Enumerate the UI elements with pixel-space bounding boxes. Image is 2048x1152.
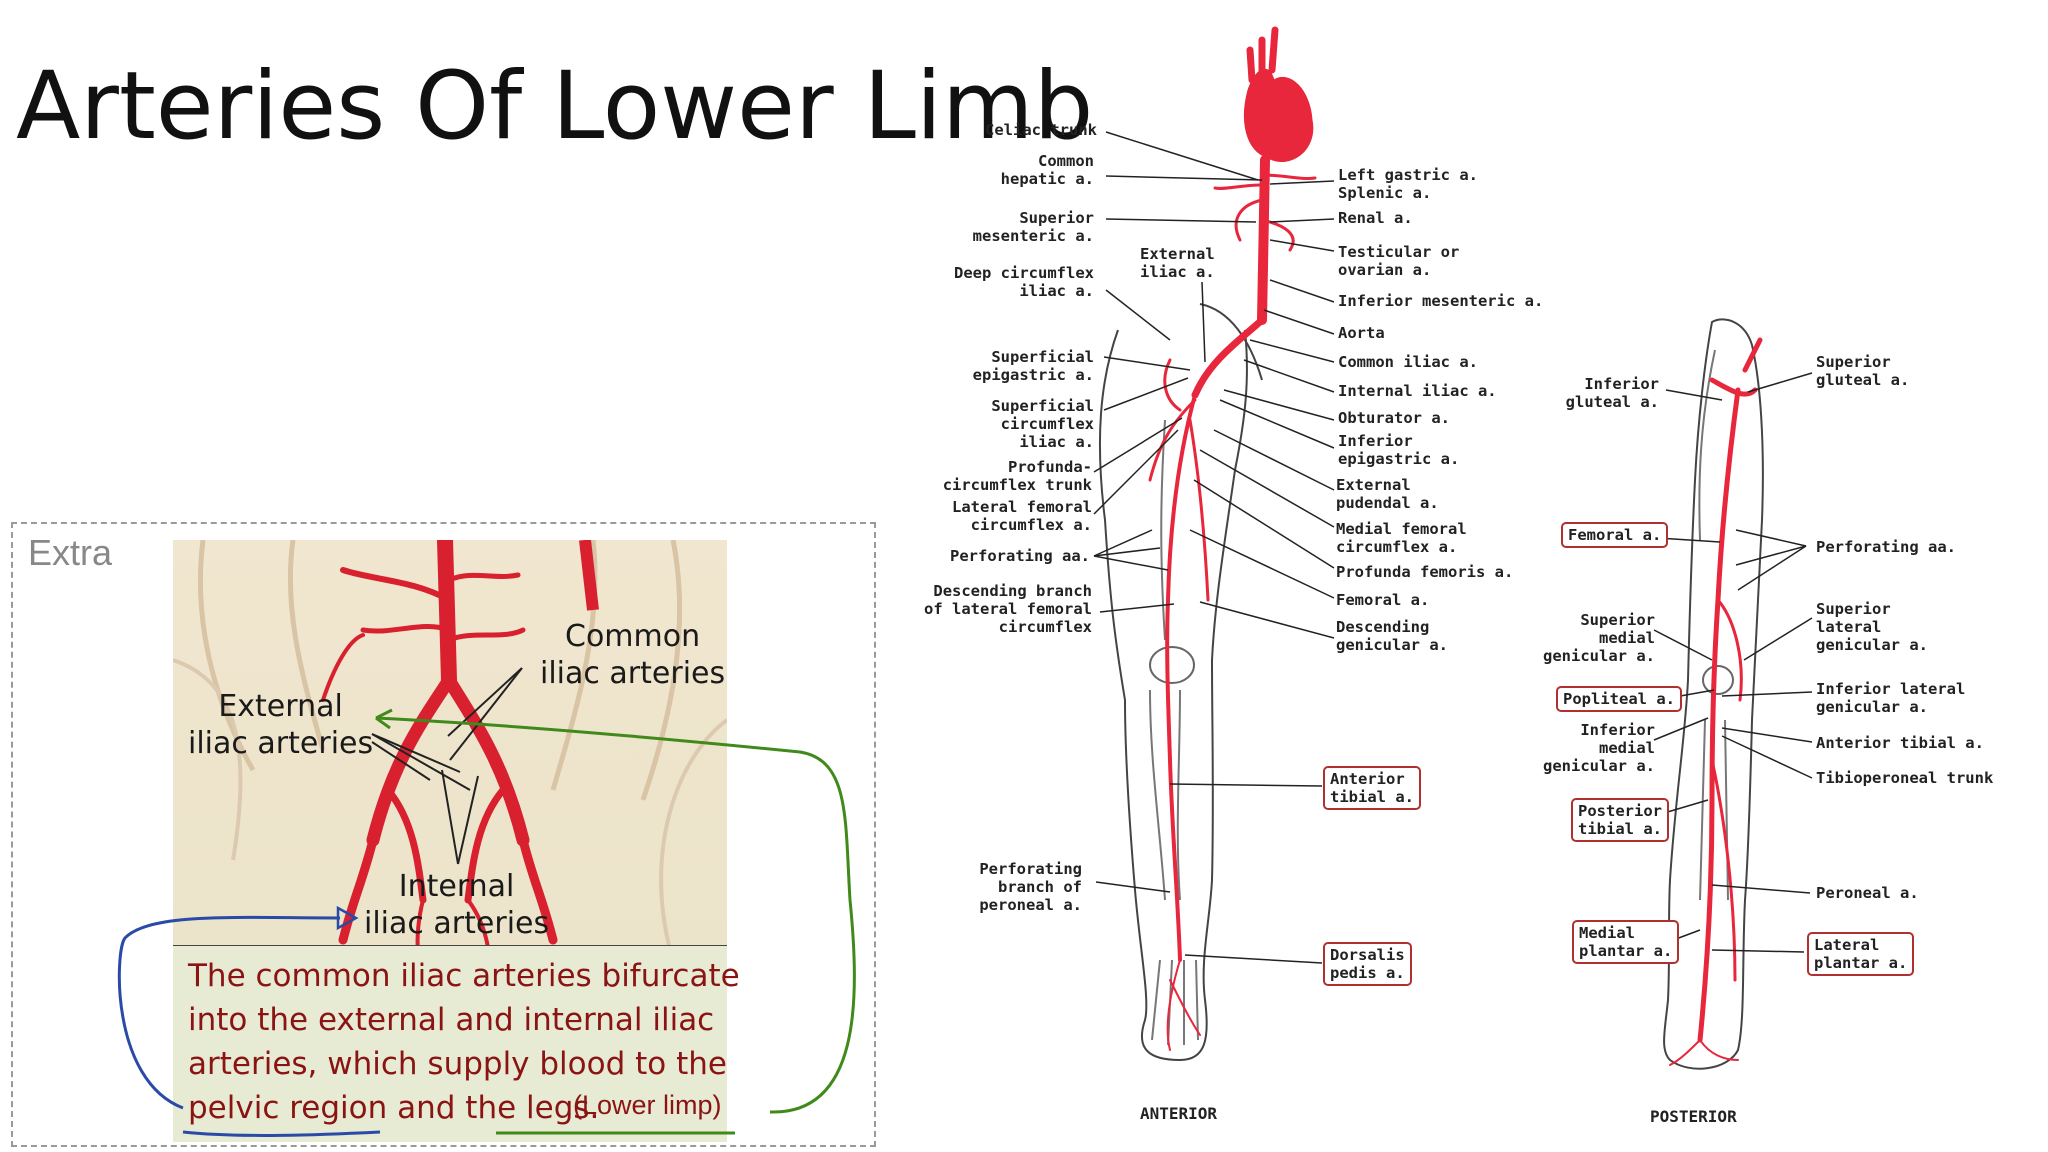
slide-title: Arteries Of Lower Limb xyxy=(16,52,1094,161)
posterior-arteries xyxy=(1669,337,1763,1066)
label-popliteal-boxed: Popliteal a. xyxy=(1556,686,1682,712)
label-left-gastric-splenic: Left gastric a.Splenic a. xyxy=(1338,166,1478,202)
posterior-leader-lines xyxy=(1651,372,1813,953)
anterior-leader-lines xyxy=(1093,131,1335,964)
caption-background xyxy=(173,946,727,1142)
label-anterior-tibial-posterior: Anterior tibial a. xyxy=(1816,734,1984,752)
handwritten-note: (Lower limp) xyxy=(573,1090,722,1120)
label-profunda-circumflex-trunk: Profunda-circumflex trunk xyxy=(942,458,1092,494)
label-inferior-mesenteric: Inferior mesenteric a. xyxy=(1338,292,1544,310)
label-aorta: Aorta xyxy=(1338,324,1385,342)
posterior-view-label: POSTERIOR xyxy=(1650,1107,1737,1126)
extra-frame xyxy=(11,522,876,1147)
label-peroneal: Peroneal a. xyxy=(1816,884,1919,902)
label-renal: Renal a. xyxy=(1338,209,1413,227)
label-profunda-femoris: Profunda femoris a. xyxy=(1336,563,1514,581)
anterior-arteries xyxy=(1148,26,1317,1051)
label-obturator: Obturator a. xyxy=(1338,409,1450,427)
label-femoral-anterior: Femoral a. xyxy=(1336,591,1430,609)
anterior-view-label: ANTERIOR xyxy=(1140,1104,1218,1123)
label-common-iliac: Common iliac a. xyxy=(1338,353,1478,371)
label-perforating-aa-anterior: Perforating aa. xyxy=(950,547,1090,565)
common-iliac-label: Common iliac arteries xyxy=(540,619,726,691)
label-celiac-trunk: Celiac trunk xyxy=(985,121,1097,139)
label-femoral-posterior-boxed: Femoral a. xyxy=(1561,522,1669,548)
label-internal-iliac: Internal iliac a. xyxy=(1338,382,1497,400)
label-tibioperoneal-trunk: Tibioperoneal trunk xyxy=(1816,769,1994,787)
inset-caption: The common iliac arteries bifurcate into… xyxy=(188,958,740,1126)
external-iliac-label: External iliac arteries xyxy=(188,689,374,761)
label-perforating-aa-posterior: Perforating aa. xyxy=(1816,538,1956,556)
internal-iliac-label: Internal iliac arteries xyxy=(364,869,550,941)
extra-label: Extra xyxy=(28,532,113,573)
posterior-leg-outline xyxy=(1663,318,1764,1070)
anterior-leg-outline xyxy=(1098,303,1263,1062)
